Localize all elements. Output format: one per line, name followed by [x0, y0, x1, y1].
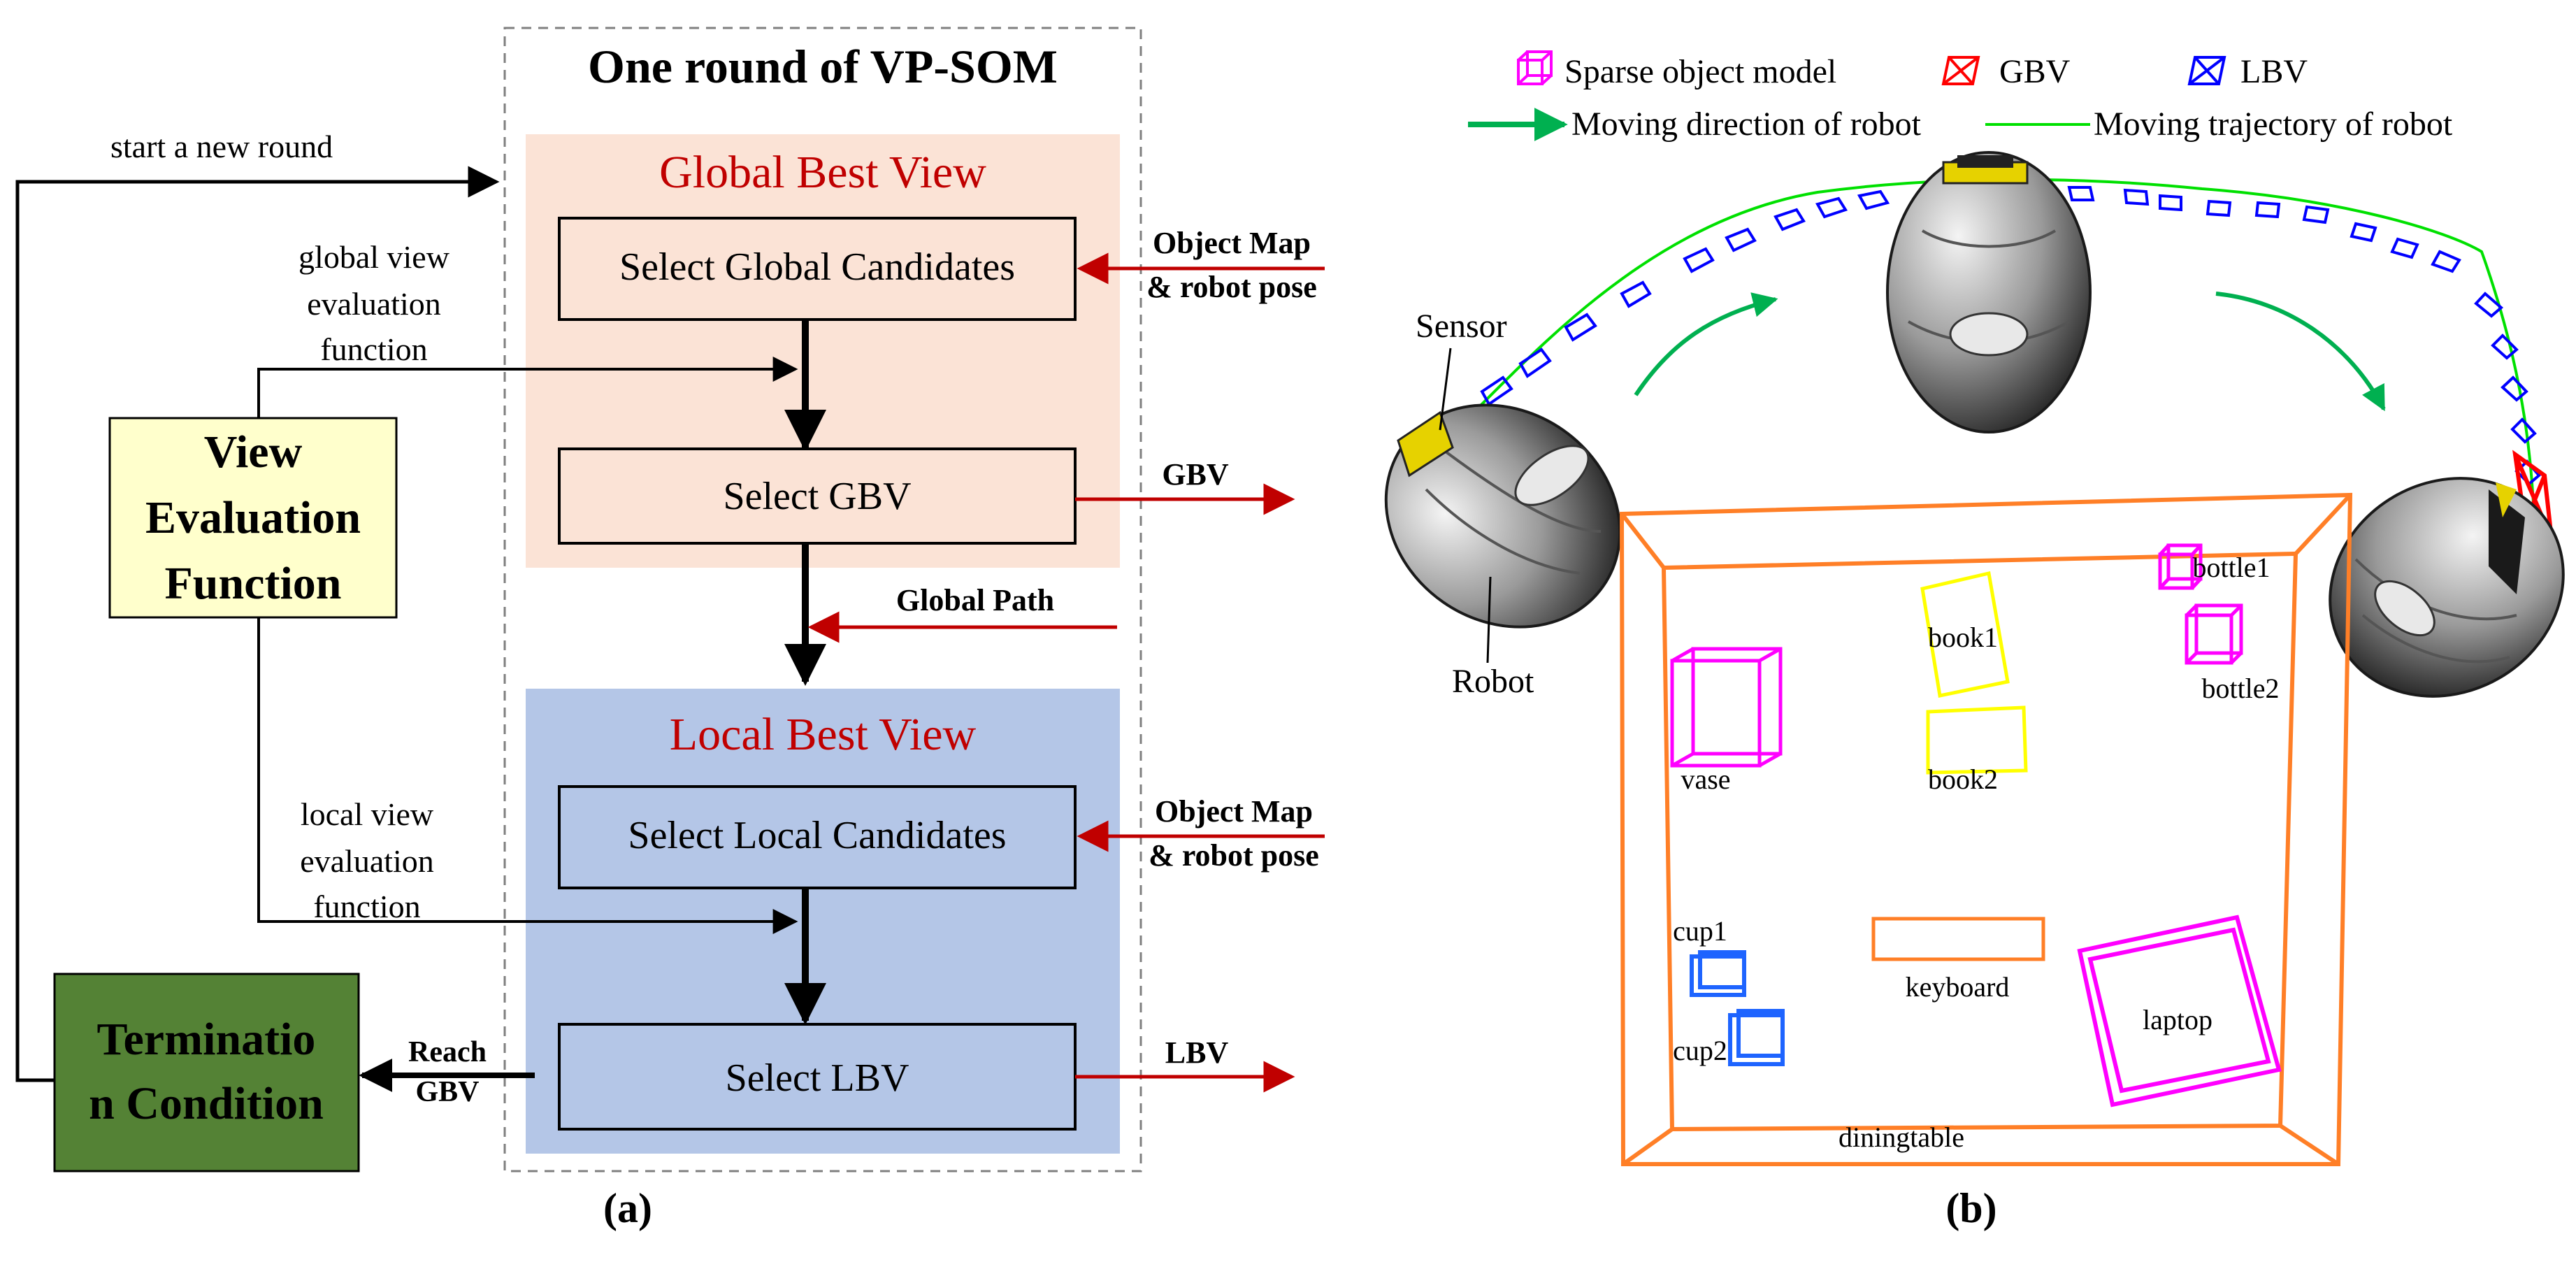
reach-gbv-line-2: GBV — [415, 1076, 479, 1108]
global-eval-connector — [257, 357, 798, 418]
bottle1-label: bottle1 — [2192, 552, 2270, 583]
local-eval-connector — [257, 617, 798, 934]
bottle2-model — [2185, 603, 2243, 665]
robot-trajectory — [1435, 178, 2535, 518]
robot-middle — [1886, 151, 2092, 433]
keyboard-label: keyboard — [1906, 971, 2010, 1003]
view-evaluation-line-3: Function — [164, 558, 341, 609]
lbv-output-label: LBV — [1165, 1035, 1229, 1070]
termination-line-2: n Condition — [89, 1078, 324, 1129]
global-path-label: Global Path — [896, 583, 1054, 617]
select-global-candidates-label: Select Global Candidates — [619, 245, 1015, 289]
robot-leader — [1486, 576, 1492, 664]
view-evaluation-line-1: View — [204, 426, 303, 478]
book1-model — [1920, 571, 2010, 698]
local-eval-line-3: function — [313, 889, 420, 924]
local-eval-line-2: evaluation — [300, 843, 434, 879]
select-lbv-box — [558, 1023, 1077, 1131]
view-evaluation-line-2: Evaluation — [145, 492, 361, 543]
global-eval-line-2: evaluation — [307, 286, 441, 322]
object-map-label-2-line-1: Object Map — [1155, 794, 1313, 829]
sensor-leader — [1439, 347, 1452, 431]
global-eval-line-3: function — [320, 331, 427, 367]
robot-right — [2329, 477, 2565, 698]
cup2-model — [1728, 1009, 1785, 1066]
global-eval-line-1: global view — [298, 239, 450, 275]
cup1-model — [1690, 950, 1746, 997]
keyboard-model — [1871, 917, 2045, 961]
object-map-label-1-line-2: & robot pose — [1146, 270, 1317, 304]
select-local-candidates-box — [558, 785, 1077, 889]
frame-title: One round of VP-SOM — [588, 40, 1058, 93]
select-lbv-label: Select LBV — [726, 1056, 909, 1100]
book2-model — [1926, 705, 2028, 775]
lbv-frustums — [1480, 186, 2541, 486]
vase-model — [1670, 647, 1783, 768]
object-map-label-1-line-1: Object Map — [1153, 226, 1311, 260]
select-global-candidates-box — [558, 217, 1077, 321]
global-section-title: Global Best View — [659, 147, 986, 198]
moving-trajectory-legend-label: Moving trajectory of robot — [2094, 106, 2453, 143]
bottle1-model — [2158, 543, 2203, 590]
lbv-legend-label: LBV — [2240, 53, 2308, 90]
sensor-label: Sensor — [1416, 308, 1507, 345]
reach-gbv-line-1: Reach — [408, 1036, 487, 1068]
vase-label: vase — [1681, 763, 1730, 795]
book1-label: book1 — [1928, 622, 1998, 653]
cup1-label: cup1 — [1673, 915, 1727, 947]
local-section-title: Local Best View — [670, 709, 977, 760]
laptop-label: laptop — [2143, 1004, 2212, 1035]
robot-left — [1384, 403, 1622, 629]
diningtable-model — [1619, 492, 2353, 1166]
diningtable-label: diningtable — [1839, 1121, 1964, 1153]
select-local-candidates-label: Select Local Candidates — [628, 814, 1006, 857]
gbv-legend-icon — [1941, 56, 1980, 85]
select-gbv-label: Select GBV — [723, 475, 911, 518]
robot-label: Robot — [1452, 663, 1534, 700]
book2-label: book2 — [1928, 763, 1998, 795]
object-map-label-2-line-2: & robot pose — [1149, 838, 1319, 873]
moving-direction-legend-label: Moving direction of robot — [1571, 106, 1922, 143]
select-gbv-box — [558, 447, 1077, 545]
panel-b: Sparse object model GBV LBV Moving direc… — [1384, 50, 2565, 1231]
termination-line-1: Terminatio — [97, 1014, 316, 1065]
moving-direction-arrow-left — [1634, 292, 1778, 396]
sparse-model-legend-icon — [1517, 50, 1553, 85]
sparse-model-legend-label: Sparse object model — [1564, 53, 1836, 90]
termination-box — [53, 973, 360, 1173]
caption-a: (a) — [603, 1185, 652, 1231]
gbv-output-label: GBV — [1162, 457, 1229, 492]
lbv-legend-icon — [2187, 56, 2226, 85]
view-evaluation-box — [108, 417, 398, 619]
round-frame — [503, 27, 1142, 1173]
caption-b: (b) — [1945, 1185, 1996, 1231]
cup2-label: cup2 — [1673, 1035, 1727, 1066]
panel-a: One round of VP-SOM start a new round Gl… — [15, 27, 1325, 1231]
bottle2-label: bottle2 — [2201, 673, 2279, 704]
start-new-round-label: start a new round — [110, 129, 333, 164]
laptop-model — [2077, 915, 2282, 1107]
moving-direction-arrow-right — [2215, 292, 2386, 412]
gbv-legend-label: GBV — [1999, 53, 2071, 90]
local-eval-line-1: local view — [301, 796, 434, 832]
